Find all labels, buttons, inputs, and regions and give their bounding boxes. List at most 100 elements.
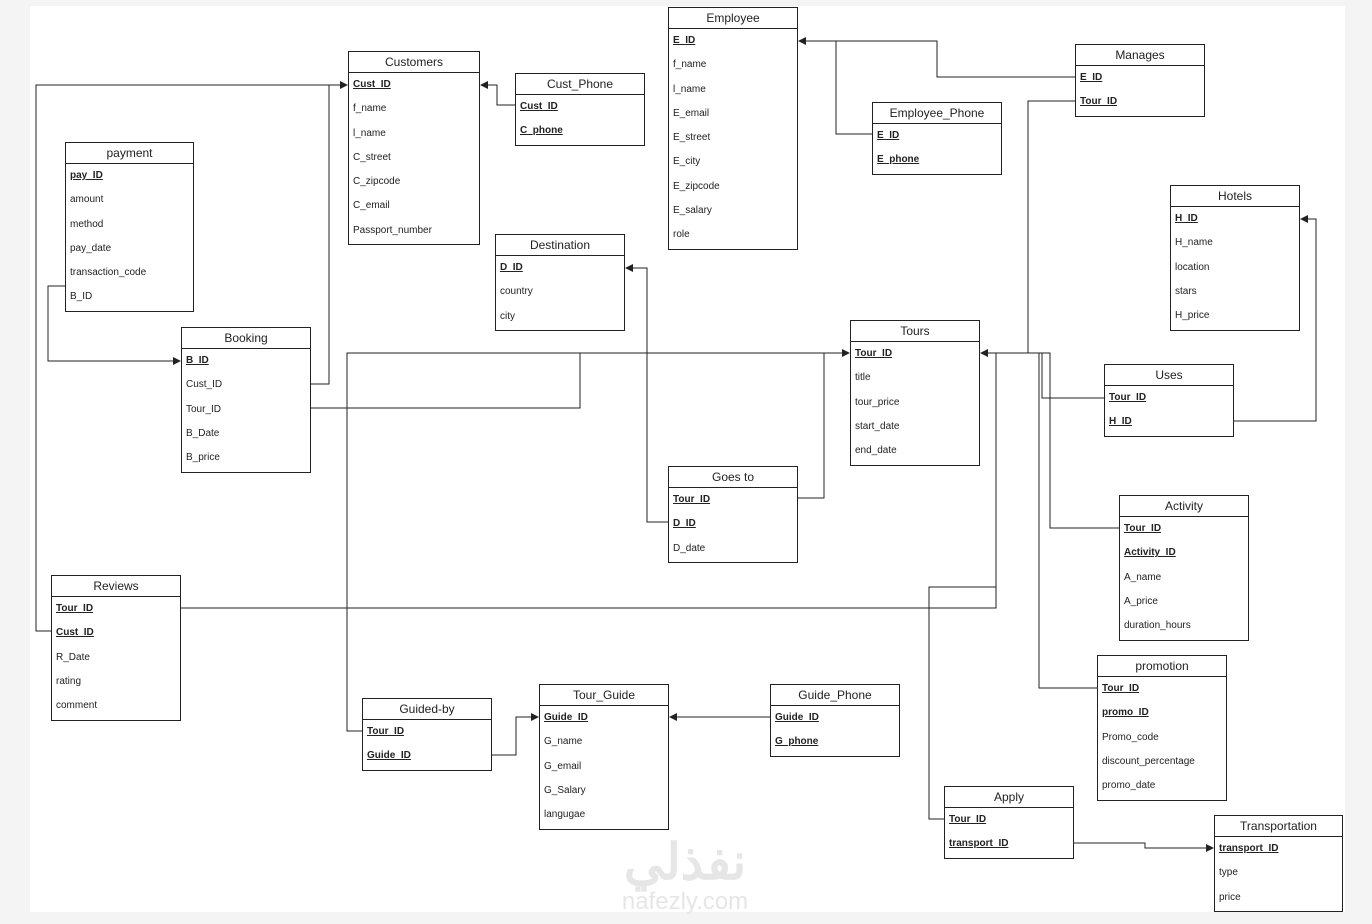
primary-key-field[interactable]: E_ID: [1080, 72, 1103, 83]
attribute-field[interactable]: E_salary: [673, 205, 712, 217]
primary-key-field[interactable]: Cust_ID: [353, 79, 391, 90]
attribute-field[interactable]: title: [855, 372, 871, 384]
attribute-field[interactable]: f_name: [353, 103, 387, 115]
primary-key-field[interactable]: Activity_ID: [1124, 547, 1176, 559]
attribute-field[interactable]: type: [1219, 867, 1238, 879]
attribute-field[interactable]: amount: [70, 194, 104, 206]
primary-key-field[interactable]: H_ID: [1109, 416, 1132, 428]
attribute-field[interactable]: l_name: [673, 83, 706, 95]
primary-key-field[interactable]: transport_ID: [949, 838, 1009, 850]
attribute-field[interactable]: C_email: [353, 200, 390, 212]
attribute-field[interactable]: G_Salary: [544, 784, 586, 796]
primary-key-field[interactable]: Cust_ID: [56, 627, 94, 639]
primary-key-field[interactable]: H_ID: [1175, 213, 1198, 224]
attribute-field[interactable]: Tour_ID: [186, 403, 222, 415]
primary-key-field[interactable]: E_phone: [877, 154, 920, 166]
attribute-field[interactable]: E_city: [673, 156, 701, 168]
attribute-field[interactable]: Passport_number: [353, 224, 432, 236]
attribute-field[interactable]: end_date: [855, 445, 897, 457]
primary-key-field[interactable]: Guide_ID: [544, 712, 588, 723]
attribute-field[interactable]: H_price: [1175, 310, 1210, 322]
attribute-field[interactable]: A_price: [1124, 595, 1158, 607]
primary-key-field[interactable]: C_phone: [520, 125, 563, 137]
primary-key-field[interactable]: D_ID: [500, 262, 523, 273]
primary-key-field[interactable]: Tour_ID: [1109, 392, 1147, 403]
primary-key-field[interactable]: promo_ID: [1102, 707, 1149, 719]
primary-key-field[interactable]: E_ID: [673, 35, 696, 46]
attribute-field[interactable]: city: [500, 310, 515, 322]
attribute-field[interactable]: rating: [56, 675, 82, 687]
attribute-field[interactable]: location: [1175, 261, 1210, 273]
attribute-field[interactable]: method: [70, 218, 104, 230]
primary-key-field[interactable]: Tour_ID: [1102, 683, 1140, 694]
primary-key-field[interactable]: Tour_ID: [673, 494, 711, 505]
primary-key-field[interactable]: Tour_ID: [367, 726, 405, 737]
primary-key-field[interactable]: E_ID: [877, 130, 900, 141]
primary-key-field[interactable]: Cust_ID: [520, 101, 558, 112]
attribute-field[interactable]: A_name: [1124, 571, 1162, 583]
primary-key-field[interactable]: Tour_ID: [949, 814, 987, 825]
primary-key-field[interactable]: Guide_ID: [367, 750, 411, 762]
primary-key-field[interactable]: Tour_ID: [1124, 523, 1162, 534]
attribute-field[interactable]: C_street: [353, 151, 391, 163]
attribute-field[interactable]: H_name: [1175, 237, 1213, 249]
primary-key-field[interactable]: transport_ID: [1219, 843, 1279, 854]
attribute-field[interactable]: start_date: [855, 420, 900, 432]
attribute-field[interactable]: transaction_code: [70, 267, 147, 279]
primary-key-field[interactable]: B_ID: [186, 355, 209, 366]
attribute-field[interactable]: l_name: [353, 127, 386, 139]
attribute-field[interactable]: pay_date: [70, 242, 112, 254]
attribute-field[interactable]: G_name: [544, 736, 583, 748]
attribute-field[interactable]: R_Date: [56, 651, 90, 663]
primary-key-field[interactable]: Tour_ID: [56, 603, 94, 614]
attribute-field[interactable]: price: [1219, 891, 1241, 903]
attribute-field[interactable]: role: [673, 229, 690, 241]
attribute-field[interactable]: tour_price: [855, 396, 900, 408]
attribute-field[interactable]: B_Date: [186, 427, 220, 439]
primary-key-field[interactable]: D_ID: [673, 518, 696, 530]
attribute-field[interactable]: discount_percentage: [1102, 755, 1195, 767]
attribute-field[interactable]: B_price: [186, 452, 220, 464]
primary-key-field[interactable]: Tour_ID: [855, 348, 893, 359]
attribute-field[interactable]: stars: [1175, 285, 1197, 297]
attribute-field[interactable]: Promo_code: [1102, 731, 1159, 743]
attribute-field[interactable]: G_email: [544, 760, 582, 772]
primary-key-field[interactable]: Guide_ID: [775, 712, 819, 723]
attribute-field[interactable]: E_email: [673, 107, 710, 119]
attribute-field[interactable]: E_zipcode: [673, 180, 720, 192]
attribute-field[interactable]: Cust_ID: [186, 379, 223, 391]
primary-key-field[interactable]: pay_ID: [70, 170, 103, 181]
attribute-field[interactable]: D_date: [673, 542, 706, 554]
attribute-field[interactable]: country: [500, 286, 533, 298]
attribute-field[interactable]: B_ID: [70, 291, 93, 303]
attribute-field[interactable]: langugae: [544, 809, 586, 821]
primary-key-field[interactable]: Tour_ID: [1080, 96, 1118, 108]
attribute-field[interactable]: promo_date: [1102, 780, 1156, 792]
attribute-field[interactable]: C_zipcode: [353, 176, 401, 188]
attribute-field[interactable]: comment: [56, 700, 98, 712]
attribute-field[interactable]: E_street: [673, 132, 711, 144]
attribute-field[interactable]: f_name: [673, 59, 707, 71]
primary-key-field[interactable]: G_phone: [775, 736, 819, 748]
attribute-field[interactable]: duration_hours: [1124, 620, 1191, 632]
